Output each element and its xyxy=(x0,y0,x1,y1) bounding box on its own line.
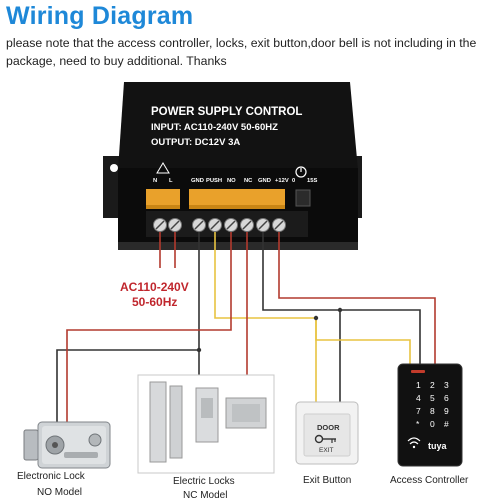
controller-brand: tuya xyxy=(428,441,448,451)
terminal-screw xyxy=(168,218,182,232)
wire-gnd-to-controller xyxy=(262,232,341,402)
keypad-key: 9 xyxy=(444,406,449,416)
wire-junction xyxy=(337,307,343,313)
wire-push-to-exit xyxy=(214,232,317,402)
terminal-screw xyxy=(192,218,206,232)
keypad-key: 3 xyxy=(444,380,449,390)
wire-push-to-controller xyxy=(315,318,411,364)
keypad-key: * xyxy=(416,419,420,429)
terminal-block-dc xyxy=(189,189,285,209)
keypad-key: # xyxy=(444,419,449,429)
terminal-screw xyxy=(256,218,270,232)
exit-button-title: Exit Button xyxy=(303,475,351,486)
keypad-key: 0 xyxy=(430,419,435,429)
psu-output-spec: OUTPUT: DC12V 3A xyxy=(151,137,240,148)
exit-button-image: DOOR EXIT xyxy=(295,401,359,465)
electronic-lock-image xyxy=(23,421,111,469)
warning-icon xyxy=(156,162,170,174)
delay-potentiometer xyxy=(295,189,311,207)
terminal-screw xyxy=(240,218,254,232)
key-icon xyxy=(314,434,336,444)
wifi-icon xyxy=(407,437,421,449)
wire-no-to-lock xyxy=(66,232,232,430)
access-controller-title: Access Controller xyxy=(390,475,469,486)
keypad-key: 7 xyxy=(416,406,421,416)
terminal-screw xyxy=(224,218,238,232)
electronic-lock-title: Electronic Lock xyxy=(17,471,86,482)
wire-junction xyxy=(196,347,202,353)
keypad-key: 6 xyxy=(444,393,449,403)
keypad-key: 5 xyxy=(430,393,435,403)
terminal-label-n: N xyxy=(153,178,157,184)
exit-button-face-door: DOOR xyxy=(317,423,340,432)
terminal-block-ac xyxy=(146,189,180,209)
terminal-screw xyxy=(153,218,167,232)
wire-gnd-to-lock xyxy=(56,232,200,430)
delay-knob-icon xyxy=(295,166,307,178)
mains-frequency-label: 50-60Hz xyxy=(132,295,177,309)
psu-top-face xyxy=(118,82,358,170)
wire-junction xyxy=(313,315,319,321)
electronic-lock-model: NO Model xyxy=(37,487,82,498)
terminal-label-nc: NC xyxy=(244,178,253,184)
keypad-key: 8 xyxy=(430,406,435,416)
electric-locks-image xyxy=(137,374,275,474)
terminal-screw xyxy=(208,218,222,232)
terminal-label-gnd: GND xyxy=(191,178,204,184)
electric-locks-title: Electric Locks xyxy=(173,476,235,487)
terminal-label-push: PUSH xyxy=(206,178,222,184)
wire-gnd-to-controller-2 xyxy=(340,309,421,364)
exit-button-face-exit: EXIT xyxy=(319,447,333,454)
mains-voltage-label: AC110-240V xyxy=(120,280,189,294)
terminal-screw xyxy=(272,218,286,232)
wire-12v-to-controller xyxy=(278,232,436,364)
page-title: Wiring Diagram xyxy=(6,2,194,30)
keypad-key: 1 xyxy=(416,380,421,390)
terminal-label-delay-15s: 15S xyxy=(307,178,317,184)
psu-heading: POWER SUPPLY CONTROL xyxy=(151,106,302,118)
keypad-key: 2 xyxy=(430,380,435,390)
terminal-label-l: L xyxy=(169,178,173,184)
terminal-label-delay-0: 0 xyxy=(292,178,295,184)
terminal-label-no: NO xyxy=(227,178,236,184)
keypad-key: 4 xyxy=(416,393,421,403)
power-supply-unit: POWER SUPPLY CONTROL INPUT: AC110-240V 5… xyxy=(103,82,362,250)
terminal-label-gnd-2: GND xyxy=(258,178,271,184)
terminal-label-12v: +12V xyxy=(275,178,289,184)
purchase-note: please note that the access controller, … xyxy=(6,36,477,68)
psu-input-spec: INPUT: AC110-240V 50-60HZ xyxy=(151,122,278,133)
electric-locks-model: NC Model xyxy=(183,490,227,500)
